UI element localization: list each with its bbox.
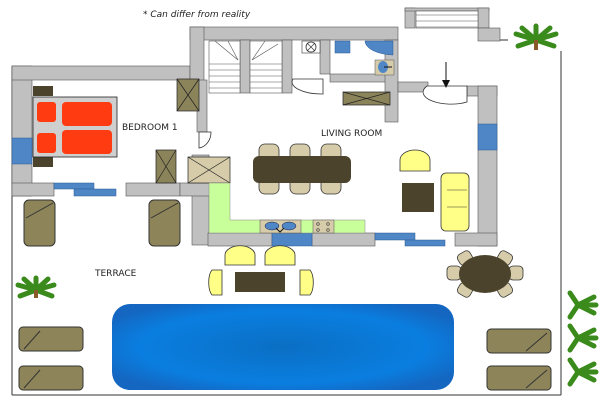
bathroom-fixtures <box>301 40 395 76</box>
staircase <box>208 10 479 94</box>
room-label-terrace: TERRACE <box>94 269 137 279</box>
entrance-arrow-icon <box>442 62 450 88</box>
cabinets <box>155 78 391 184</box>
terrace-lounge <box>208 245 314 296</box>
lounge-set <box>399 149 470 232</box>
room-label-living-room: LIVING ROOM <box>321 129 382 139</box>
doors <box>198 78 468 149</box>
bed <box>32 86 118 167</box>
kitchen-counter <box>208 182 366 234</box>
room-label-bedroom: BEDROOM 1 <box>122 123 178 133</box>
palm-tree-icons <box>15 23 599 387</box>
disclaimer-note: * Can differ from reality <box>143 10 251 20</box>
sunbeds <box>18 199 552 391</box>
dining-set <box>253 143 351 195</box>
terrace-round-table <box>446 250 524 298</box>
swimming-pool <box>112 304 454 390</box>
